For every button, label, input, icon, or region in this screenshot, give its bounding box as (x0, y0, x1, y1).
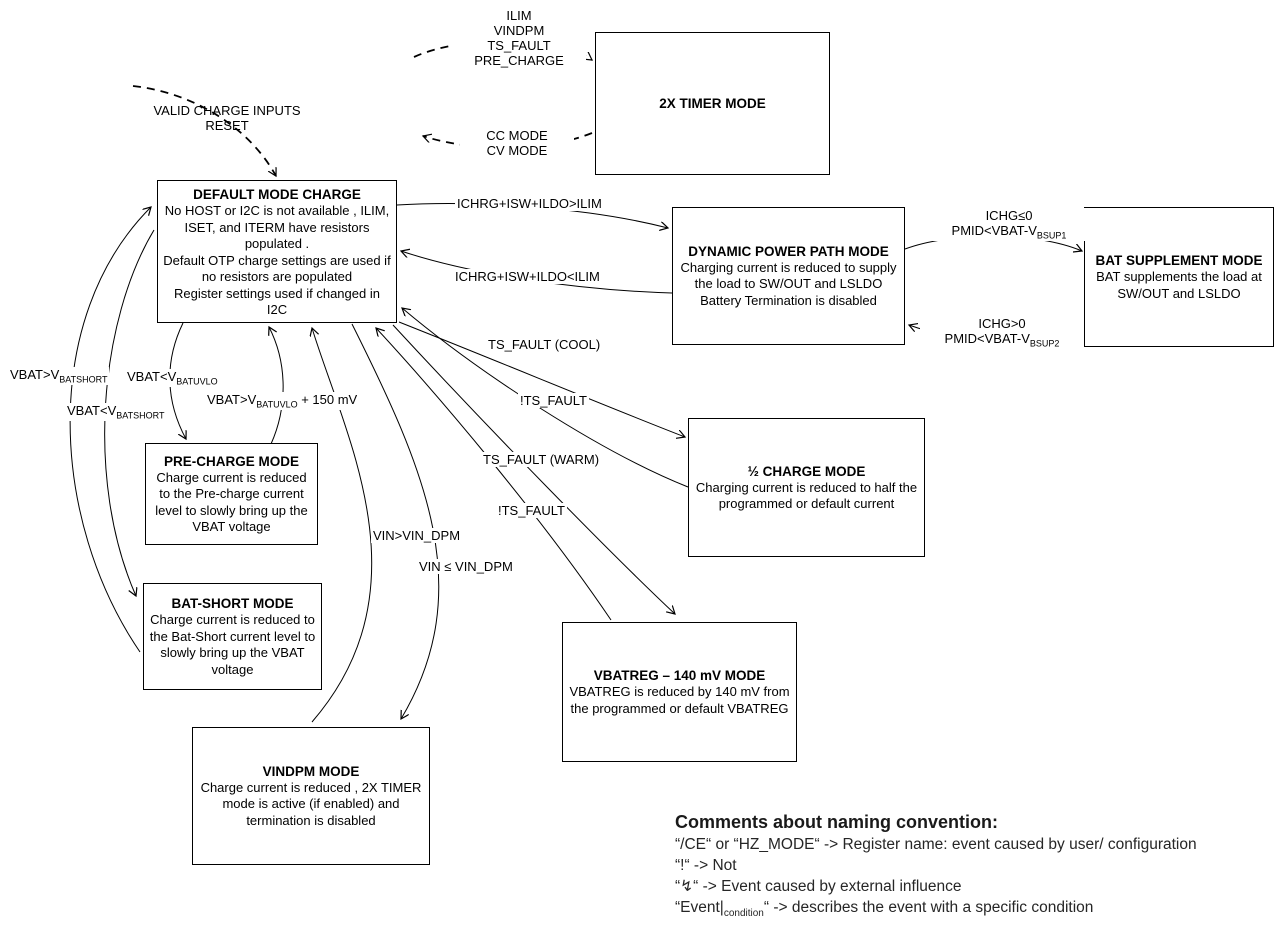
edge-label-ichg-gt-0: ICHG>0 PMID<VBAT-VBSUP2 (920, 316, 1084, 349)
state-box-default-mode-charge: DEFAULT MODE CHARGE No HOST or I2C is no… (157, 180, 397, 323)
edge-label-vin-le-vindpm: VIN ≤ VIN_DPM (417, 559, 515, 574)
edge-default-to-vindpm (351, 323, 440, 719)
state-box-2x-timer-mode: 2X TIMER MODE (595, 32, 830, 175)
edge-label-vbat-lt-batuvlo: VBAT<VBATUVLO (125, 369, 220, 387)
edge-valid-charge-inputs-reset (132, 85, 277, 176)
box-title: PRE-CHARGE MODE (163, 453, 299, 469)
naming-convention-comments: Comments about naming convention: “/CE“ … (675, 810, 1255, 924)
comment-line-register: “/CE“ or “HZ_MODE“ -> Register name: eve… (675, 836, 1197, 853)
edge-vbatreg-to-default (376, 328, 612, 621)
box-description: Charging current is reduced to half the … (695, 479, 918, 512)
edge-vindpm-to-default (312, 328, 373, 723)
state-box-pre-charge-mode: PRE-CHARGE MODE Charge current is reduce… (145, 443, 318, 545)
edge-label-timer-exit-conditions: CC MODE CV MODE (460, 128, 574, 158)
state-box-bat-supplement-mode: BAT SUPPLEMENT MODE BAT supplements the … (1084, 207, 1274, 347)
edge-label-not-ts-fault-1: !TS_FAULT (518, 393, 589, 408)
box-title: DEFAULT MODE CHARGE (193, 187, 361, 202)
box-title: 2X TIMER MODE (659, 96, 766, 111)
comment-line-external-influence: “↯“ -> Event caused by external influenc… (675, 878, 962, 895)
box-description: Charge current is reduced , 2X TIMER mod… (200, 779, 422, 828)
edge-precharge-to-default (269, 327, 284, 445)
edge-halfcharge-to-default (402, 308, 689, 488)
edge-label-not-ts-fault-2: !TS_FAULT (496, 503, 567, 518)
box-title: VINDPM MODE (262, 763, 360, 779)
box-description: BAT supplements the load at SW/OUT and L… (1096, 269, 1262, 301)
box-description: Charge current is reduced to the Bat-Sho… (149, 612, 316, 677)
box-description: Charging current is reduced to supply th… (680, 259, 897, 308)
comment-line-not: “!“ -> Not (675, 857, 737, 874)
box-title: BAT-SHORT MODE (171, 596, 294, 611)
edge-label-ts-fault-cool: TS_FAULT (COOL) (486, 337, 603, 352)
edge-label-ichrg-gt-ilim: ICHRG+ISW+ILDO>ILIM (455, 196, 604, 211)
edge-label-ichg-le-0: ICHG≤0 PMID<VBAT-VBSUP1 (927, 208, 1091, 241)
edge-label-vbat-gt-batuvlo-150mv: VBAT>VBATUVLO + 150 mV (205, 392, 360, 410)
state-box-vbatreg-140mv-mode: VBATREG – 140 mV MODE VBATREG is reduced… (562, 622, 797, 762)
box-description: No HOST or I2C is not available , ILIM, … (163, 203, 391, 317)
edge-label-vbat-gt-batshort: VBAT>VBATSHORT (8, 367, 110, 385)
state-box-bat-short-mode: BAT-SHORT MODE Charge current is reduced… (143, 583, 322, 690)
box-title: BAT SUPPLEMENT MODE (1095, 253, 1263, 268)
edge-default-to-vbatreg (392, 324, 675, 614)
box-title: VBATREG – 140 mV MODE (593, 668, 766, 683)
box-description: Charge current is reduced to the Pre-cha… (155, 469, 308, 535)
edge-label-vin-gt-vindpm: VIN>VIN_DPM (371, 528, 463, 543)
comment-line-event-condition: “Event|condition“ -> describes the event… (675, 899, 1094, 920)
state-box-vindpm-mode: VINDPM MODE Charge current is reduced , … (192, 727, 430, 865)
state-box-dynamic-power-path-mode: DYNAMIC POWER PATH MODE Charging current… (672, 207, 905, 345)
edge-label-timer-entry-conditions: ILIM VINDPM TS_FAULT PRE_CHARGE (452, 8, 586, 68)
edge-label-ichrg-lt-ilim: ICHRG+ISW+ILDO<ILIM (453, 269, 602, 284)
box-title: ½ CHARGE MODE (747, 463, 866, 479)
edge-external-to-2x-timer (413, 39, 592, 61)
edge-label-valid-charge-inputs-reset: VALID CHARGE INPUTS RESET (153, 103, 301, 133)
edge-label-ts-fault-warm: TS_FAULT (WARM) (481, 452, 602, 467)
comments-heading: Comments about naming convention: (675, 812, 999, 832)
edge-label-vbat-lt-batshort: VBAT<VBATSHORT (65, 403, 167, 421)
box-description: VBATREG is reduced by 140 mV from the pr… (569, 684, 790, 716)
edge-batshort-to-default (69, 207, 151, 653)
box-title: DYNAMIC POWER PATH MODE (688, 243, 889, 259)
state-box-half-charge-mode: ½ CHARGE MODE Charging current is reduce… (688, 418, 925, 557)
